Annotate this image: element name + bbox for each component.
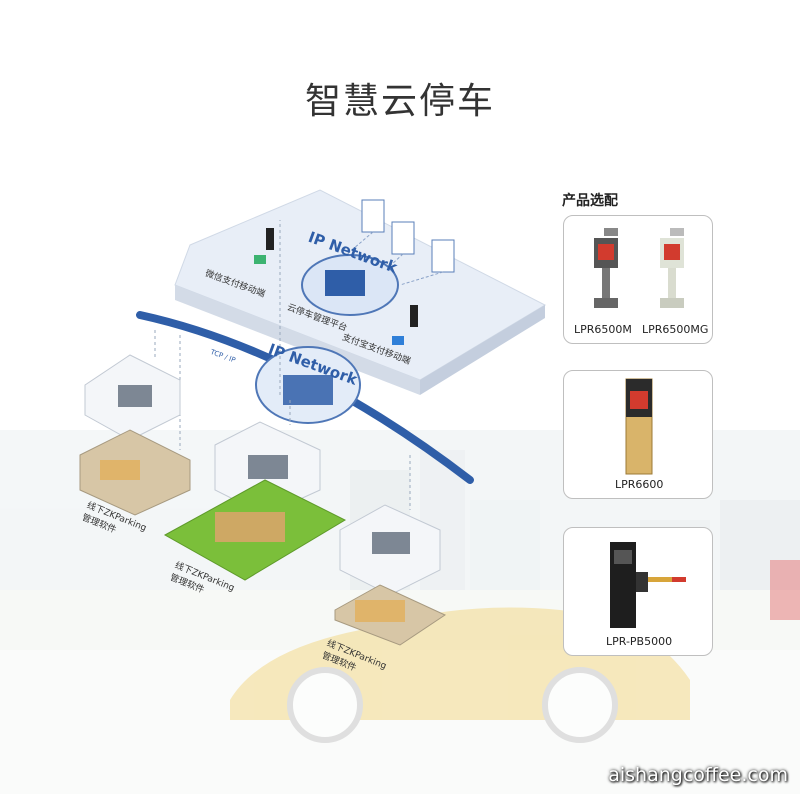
parking-site-2 [163,421,347,581]
lpr6600-device-icon [625,378,653,475]
user-figure-icon [254,228,418,345]
lpr6500-device-icon [594,228,684,308]
watermark: aishangcoffee.com [608,764,788,786]
product-model-label: LPR-PB5000 [606,635,673,648]
parking-site-3 [334,504,447,646]
cloud-icon [301,254,399,316]
page-title: 智慧云停车 [304,81,495,122]
parking-site-1 [79,354,191,516]
server-icon [339,199,455,286]
product-model-label: LPR6500MG [642,323,709,336]
product-card-lpr6500: LPR6500M LPR6500MG [563,215,713,344]
connection-lines [154,220,411,510]
network-cloud-icon [255,346,361,424]
product-card-lpr-pb5000: LPR-PB5000 [563,527,713,656]
product-model-label: LPR6600 [615,478,664,491]
product-panel-heading: 产品选配 [562,193,618,209]
product-model-label: LPR6500M [574,323,632,336]
product-card-lpr6600: LPR6600 [563,370,713,499]
barrier-gate-device-icon [610,542,686,628]
